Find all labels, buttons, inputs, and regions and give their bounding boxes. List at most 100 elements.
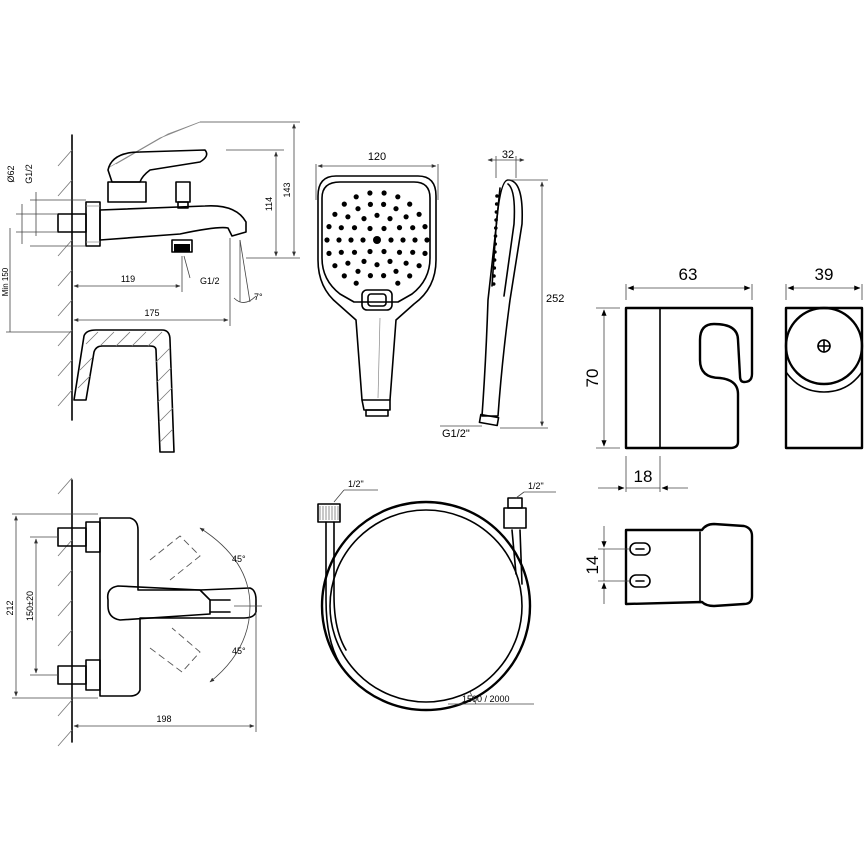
holder-pivot-disc [784,306,864,386]
dim-shower-thread: G1/2" [442,428,470,440]
nozzle-dot [345,214,351,220]
nozzle-dot [367,273,373,279]
diverter-stem [177,201,189,209]
hose-loop-outer [320,500,532,712]
nozzle-dot [388,237,394,243]
hose-end-right-size: 1/2" [528,481,544,491]
dim-holder-width: 63 [679,265,698,284]
side-nozzle-dot [491,282,496,286]
nozzle-dot [387,216,393,222]
faucet-side-view: 114 143 Ø62 G1/2 Min 150 119 175 G1/2 7° [1,121,300,421]
shower-thread [365,409,389,417]
shower-side-nozzles [491,194,499,286]
lever-rotated-up [149,535,201,581]
dim-height-total: 143 [282,182,292,197]
hand-shower-side: 32 252 G1/2" [440,149,564,440]
nozzle-dot [400,237,406,243]
escutcheon [85,201,101,247]
lever-raised-outline [107,121,201,169]
shower-connector [361,399,391,411]
nozzle-dot [336,237,342,243]
nozzle-dot [373,236,381,244]
nozzle-dot [345,260,351,266]
side-nozzle-dot [494,202,499,206]
nozzle-dot [360,237,366,243]
hose-right-tail [511,529,517,575]
hand-shower-front: 120 [315,151,439,417]
nozzle-dot [396,225,403,231]
nozzle-dot [353,194,359,200]
nozzle-dot [403,214,409,220]
nozzle-dot [410,249,416,255]
dim-escutcheon-diameter: Ø62 [6,165,16,182]
hose-loop-inner [329,509,523,703]
nozzle-dot [416,211,422,217]
hose-nut-left [317,503,341,523]
nozzle-dot [381,190,387,196]
nozzle-dot [395,194,401,200]
shower-side-contour [503,183,516,297]
wall-hatching-front [57,477,73,747]
lever-handle [107,149,208,183]
nozzle-dot [338,249,344,255]
nozzle-dot [367,190,373,196]
lever-rotated-down [149,627,201,673]
shower-nozzle-pattern [324,190,430,286]
dim-front-height: 212 [5,600,15,615]
nozzle-dot [381,273,387,279]
nozzle-dot [395,280,401,286]
nozzle-dot [422,250,428,256]
wall-hatching [57,149,73,407]
nozzle-dot [326,224,332,230]
nozzle-dot [341,201,347,207]
nozzle-dot [361,258,367,264]
hose-left-tail [325,521,341,665]
nozzle-dot [374,212,380,218]
side-nozzle-dot [492,266,497,270]
dim-inlet-spacing: 150±20 [25,591,35,621]
hose-nut-left-knurl [319,506,339,520]
nozzle-dot [324,237,330,243]
nozzle-dot [351,249,358,255]
dim-holder-depth: 39 [815,265,834,284]
shower-hose: 1/2" 1/2" 1500 / 2000 [317,479,556,712]
nozzle-dot [387,258,393,264]
side-nozzle-dot [492,258,497,262]
dim-lever-angle-down: 45° [232,646,246,656]
side-nozzle-dot [493,234,498,238]
nozzle-dot [381,248,387,255]
shower-side-outline [481,179,524,417]
dim-holder-base: 18 [634,467,653,486]
dim-min-height: Min 150 [1,267,10,296]
nozzle-dot [367,225,373,232]
nozzle-dot [412,237,418,243]
nozzle-dot [353,280,359,286]
nozzle-dot [326,250,332,256]
nozzle-dot [355,268,361,274]
side-nozzle-dot [493,242,498,246]
dim-outlet-thread: G1/2 [200,276,220,286]
dim-height-spout: 114 [264,197,274,211]
nozzle-dot [381,201,387,207]
nozzle-dot [416,263,422,269]
nozzle-dot [407,273,413,279]
nozzle-dot [355,206,361,212]
dim-holder-height: 70 [583,369,602,388]
shower-side-thread [478,413,500,427]
holder-side-view: 39 [784,265,864,450]
nozzle-dot [396,249,403,255]
nozzle-dot [410,225,416,231]
eccentric-connector [57,213,87,233]
hose-end-left-size: 1/2" [348,479,364,489]
lever-front [106,585,211,621]
side-nozzle-dot [494,210,499,214]
nozzle-dot [424,237,430,243]
spray-selector-button [361,289,393,311]
faucet-front-view: 45° 45° 212 150±20 198 [5,477,262,747]
upper-nut [85,521,101,553]
holder-back-outline [624,522,754,608]
lower-nut [85,659,101,691]
nozzle-dot [341,273,347,279]
shower-face-inner [321,181,431,303]
side-nozzle-dot [493,250,497,254]
